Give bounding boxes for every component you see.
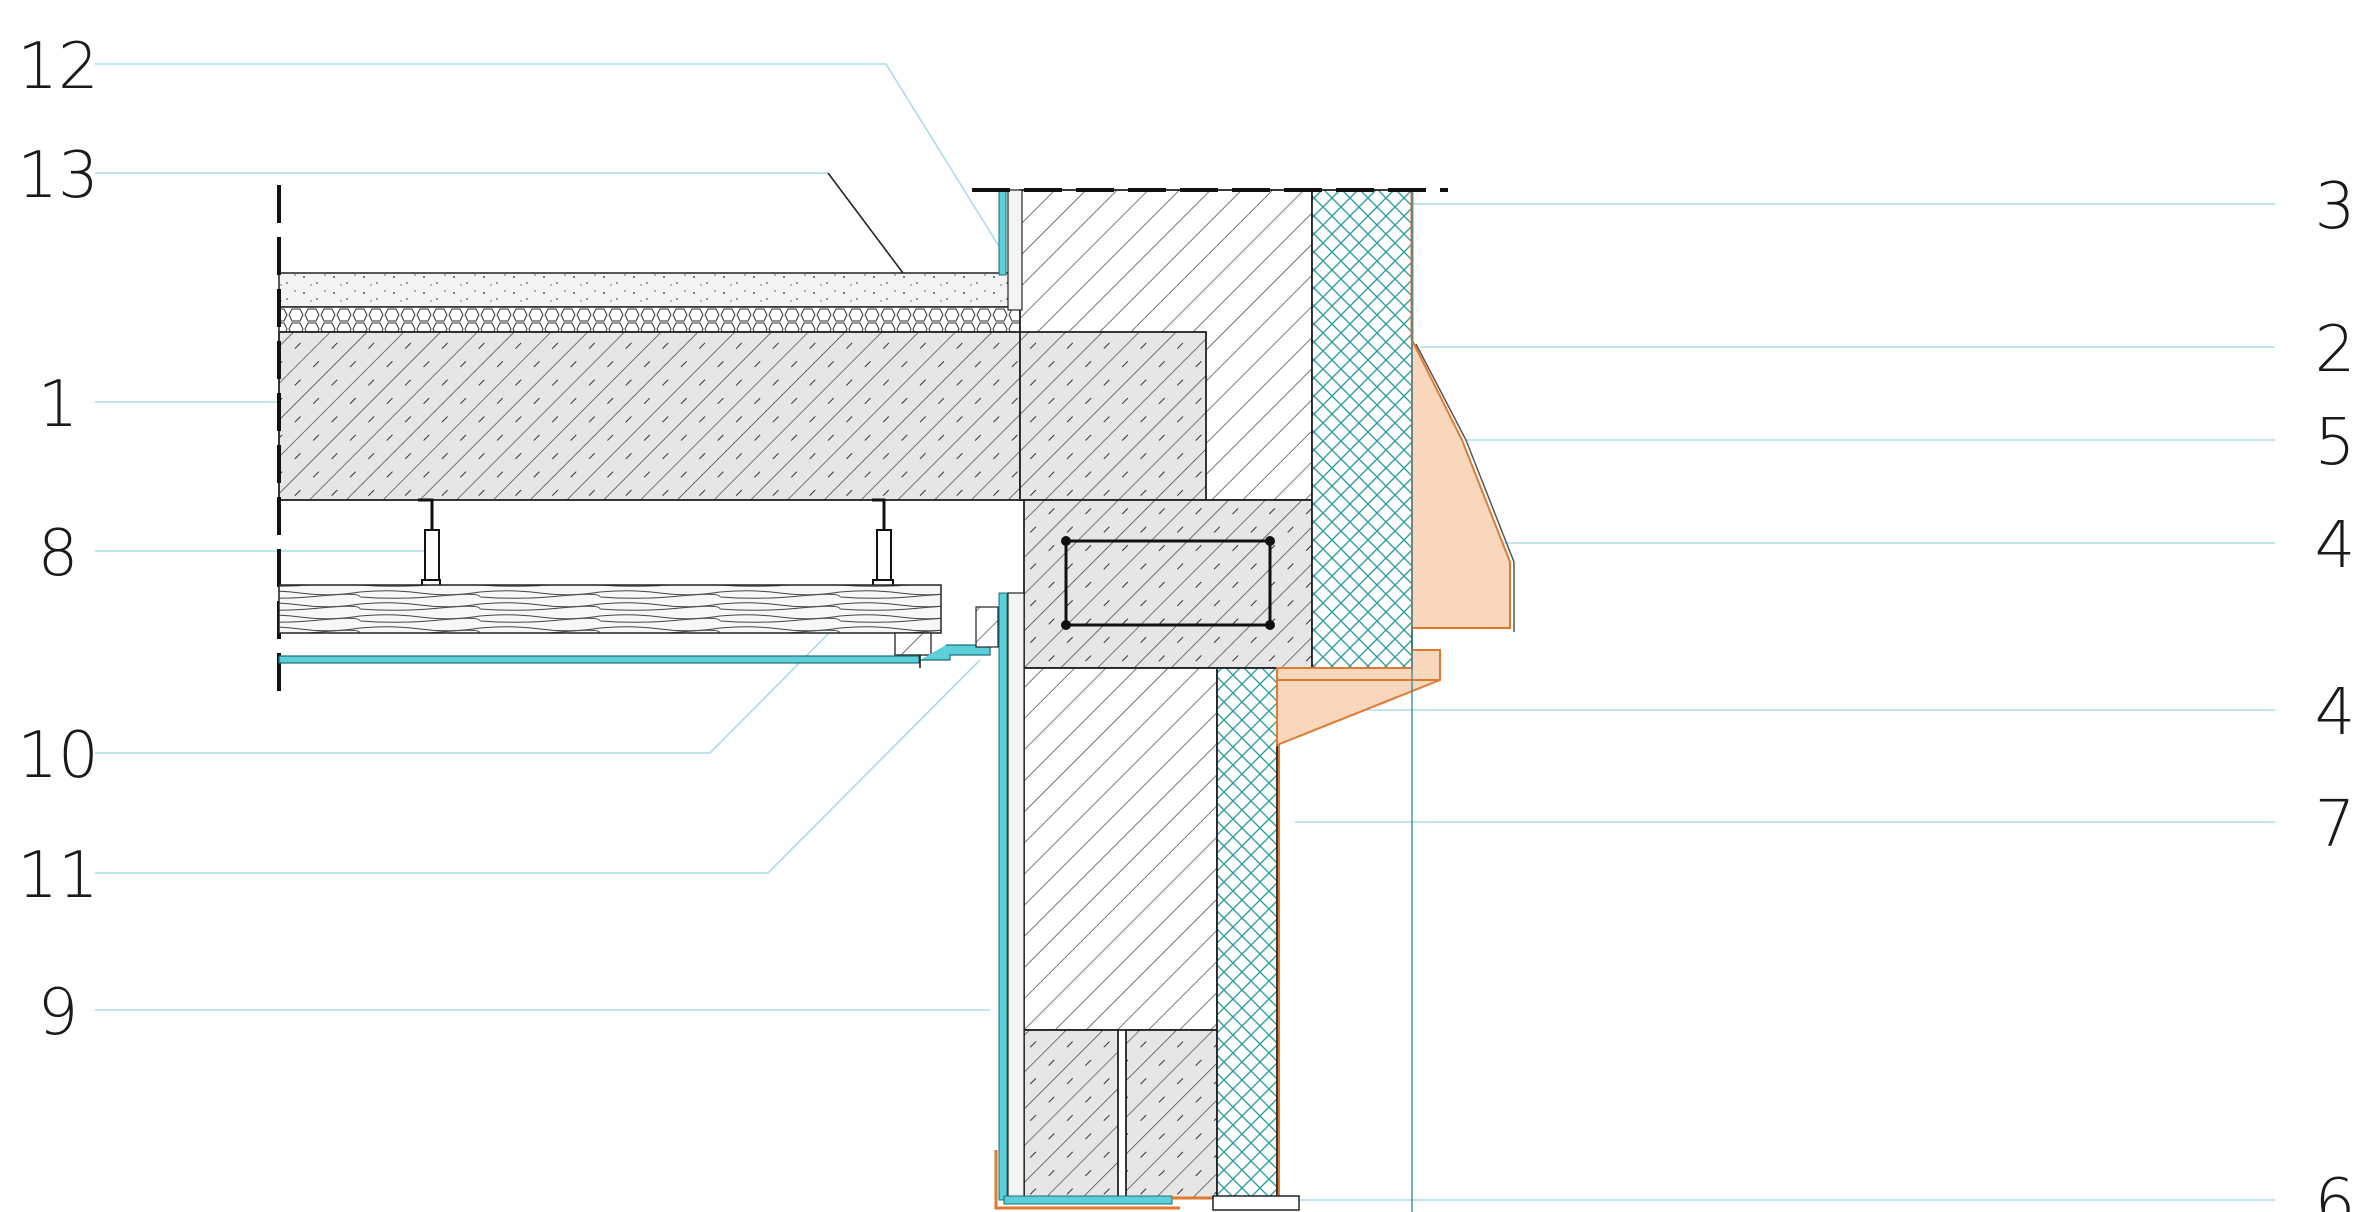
wall-structure — [1007, 189, 1313, 1199]
screed-layer — [278, 272, 1021, 308]
rebar-4 — [1265, 620, 1275, 630]
soffit-slope — [1276, 679, 1441, 747]
callout-label: 4 — [2315, 509, 2356, 583]
cornice-outline — [1415, 343, 1515, 632]
lintel-block-left — [1023, 1029, 1119, 1199]
callout-label: 12 — [17, 30, 98, 104]
callout-label: 9 — [38, 976, 79, 1050]
insulation — [1216, 189, 1413, 1199]
callout-label: 3 — [2315, 170, 2356, 244]
rebar-1 — [1061, 536, 1071, 546]
leader-line-13-pointer — [827, 172, 904, 274]
callout-label: 4 — [2315, 676, 2356, 750]
callout-label: 13 — [17, 139, 98, 213]
insulation-lower — [1216, 667, 1278, 1199]
lintel-block-right — [1125, 1029, 1218, 1199]
rebar-2 — [1265, 536, 1275, 546]
callout-label: 6 — [2315, 1166, 2356, 1212]
timber-batten — [278, 584, 942, 634]
callout-label: 10 — [17, 719, 98, 793]
rebar-3 — [1061, 620, 1071, 630]
callout-label: 11 — [17, 839, 98, 913]
slab-end — [1019, 331, 1207, 501]
ceiling-edge-block — [975, 606, 999, 648]
membrane-bottom — [1003, 1195, 1173, 1205]
insulation-upper — [1311, 189, 1413, 669]
callout-label: 7 — [2315, 788, 2356, 862]
callout-label: 2 — [2315, 313, 2356, 387]
membrane-vertical-lower — [998, 592, 1008, 1201]
callout-label: 5 — [2315, 406, 2356, 480]
leader-lines — [95, 63, 2275, 1201]
inner-plaster-upper — [1007, 189, 1023, 311]
leader-line-11 — [95, 659, 981, 874]
ceiling-board — [278, 655, 920, 664]
ring-beam-stirrup — [1064, 539, 1272, 627]
membrane — [994, 189, 1300, 1211]
callout-label: 8 — [38, 517, 79, 591]
ring-beam — [1023, 499, 1313, 669]
inner-plaster-lower — [1007, 592, 1025, 1199]
callout-label: 1 — [38, 368, 79, 442]
labels-right: 3 2 5 4 4 7 6 — [2315, 170, 2356, 1212]
lower-wall — [1023, 667, 1218, 1031]
leader-line-12 — [95, 63, 1001, 249]
membrane-vertical-upper — [998, 189, 1007, 276]
frame-corner-orange — [994, 1150, 1180, 1210]
suspended-ceiling — [278, 498, 999, 668]
sill-block — [1212, 1195, 1300, 1211]
leader-line-10 — [95, 631, 831, 754]
impact-insulation-layer — [278, 306, 1021, 333]
timber-batten-end — [894, 632, 932, 656]
cornice-profile — [1411, 339, 1511, 629]
labels-left: 12 13 1 8 10 11 9 — [17, 30, 98, 1050]
